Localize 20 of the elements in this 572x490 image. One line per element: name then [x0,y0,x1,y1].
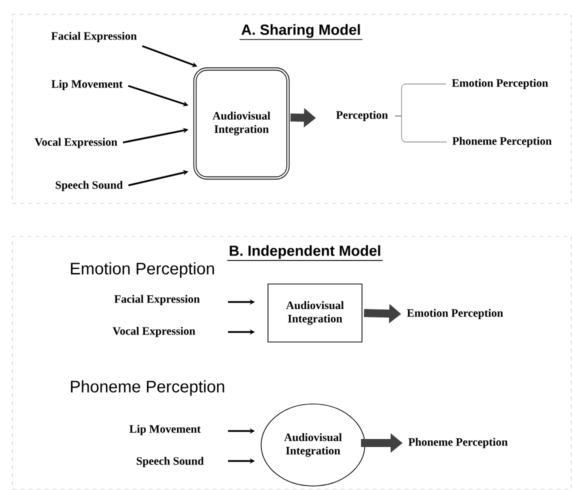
node-label: Vocal Expression [34,138,118,148]
panel-title: A. Sharing Model [239,24,363,40]
node-label: Perception [336,110,388,122]
node-label: Emotion Perception [406,308,504,320]
rounded-box: Audiovisual Integration [193,67,290,180]
node-label: Lip Movement [129,424,201,436]
panel-title: B. Independent Model [226,245,384,261]
node-label: Phoneme Perception [452,136,552,148]
node-label: Facial Expression [51,32,137,42]
node-label: Speech Sound [56,180,123,192]
node-label: Facial Expression [114,294,200,306]
brace-line [394,116,447,142]
node-label: Lip Movement [51,80,123,90]
node-label: Emotion Perception [452,78,548,90]
node-label: Vocal Expression [112,326,196,338]
node-label: Phoneme Perception [408,438,508,448]
node-label: Speech Sound [136,456,204,468]
section-heading: Emotion Perception [70,262,214,278]
section-heading: Phoneme Perception [70,380,224,396]
process-box: Audiovisual Integration [268,284,362,342]
